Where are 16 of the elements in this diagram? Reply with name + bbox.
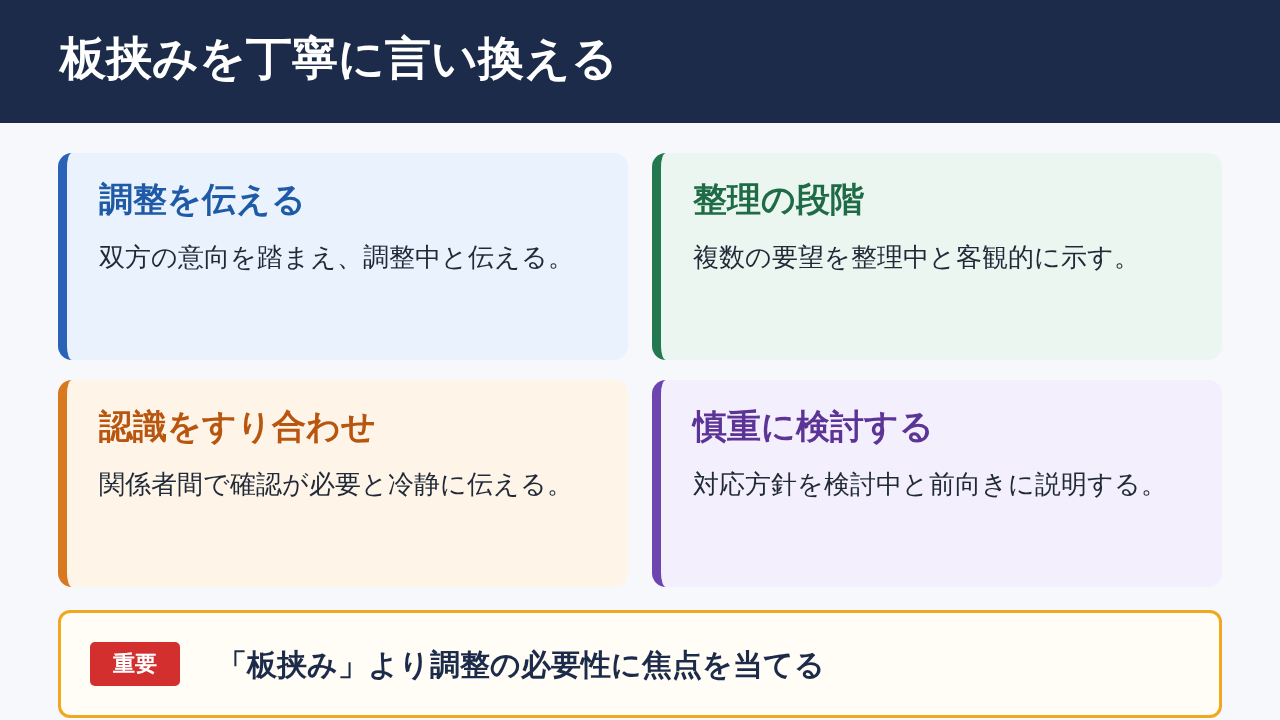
card-heading: 整理の段階 bbox=[693, 178, 864, 221]
card bbox=[58, 153, 628, 360]
card bbox=[652, 153, 1222, 360]
card-description: 複数の要望を整理中と客観的に示す。 bbox=[693, 241, 1141, 274]
card-heading: 慎重に検討する bbox=[693, 405, 934, 448]
card bbox=[652, 380, 1222, 587]
key-point-text: 「板挟み」より調整の必要性に焦点を当てる bbox=[217, 646, 825, 684]
card-heading: 調整を伝える bbox=[99, 178, 306, 221]
card-description: 関係者間で確認が必要と冷静に伝える。 bbox=[99, 468, 574, 501]
card bbox=[58, 380, 628, 587]
card-heading: 認識をすり合わせ bbox=[99, 405, 376, 448]
title: 板挟みを丁寧に言い換える bbox=[60, 30, 618, 87]
card-description: 対応方針を検討中と前向きに説明する。 bbox=[693, 468, 1168, 501]
card-description: 双方の意向を踏まえ、調整中と伝える。 bbox=[99, 241, 575, 274]
badge: 重要 bbox=[90, 642, 180, 686]
key-point-panel bbox=[58, 610, 1222, 718]
